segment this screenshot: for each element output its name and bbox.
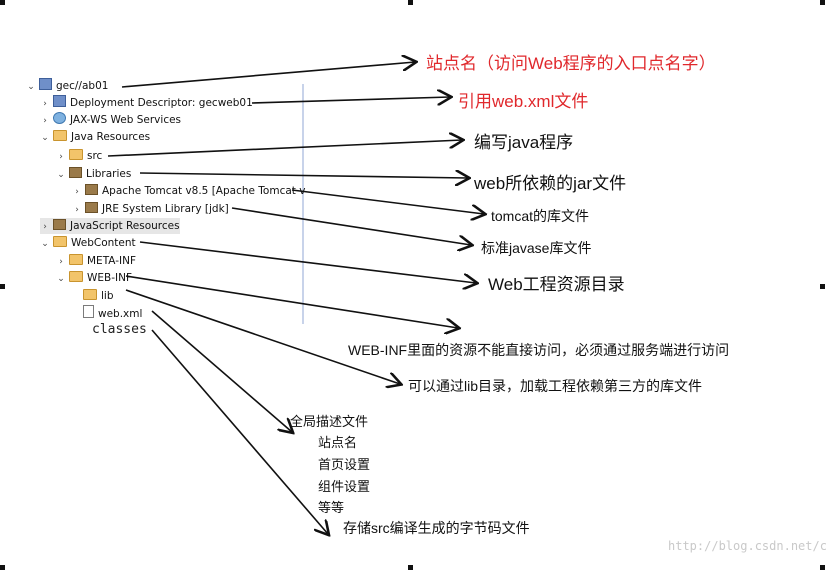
frame-marker bbox=[0, 0, 5, 5]
arrow-lib-dir bbox=[125, 289, 400, 384]
folder-icon bbox=[69, 254, 83, 265]
tree-item-jre-library[interactable]: › JRE System Library [jdk] bbox=[72, 201, 229, 217]
annotation-global-desc: 全局描述文件 bbox=[290, 415, 369, 430]
file-icon bbox=[83, 305, 94, 318]
annotation-jar-files: web所依赖的jar文件 bbox=[474, 174, 627, 193]
chevron-right-icon[interactable]: › bbox=[59, 257, 63, 267]
tree-item-lib[interactable]: lib bbox=[80, 288, 114, 304]
tree-item-project[interactable]: ⌄ gec//ab01 bbox=[26, 78, 108, 94]
annotation-desc-item: 组件设置 bbox=[318, 480, 371, 495]
tree-item-label: lib bbox=[101, 290, 114, 302]
tree-item-label: WebContent bbox=[71, 237, 136, 249]
chevron-down-icon[interactable]: ⌄ bbox=[41, 239, 49, 249]
frame-marker bbox=[820, 0, 825, 5]
chevron-down-icon[interactable]: ⌄ bbox=[41, 133, 49, 143]
tree-item-label: src bbox=[87, 150, 103, 162]
tree-item-tomcat-library[interactable]: › Apache Tomcat v8.5 [Apache Tomcat v bbox=[72, 183, 305, 199]
annotation-web-inf: WEB-INF里面的资源不能直接访问，必须通过服务端进行访问 bbox=[348, 342, 730, 358]
annotation-web-xml: 引用web.xml文件 bbox=[458, 92, 589, 111]
watermark: http://blog.csdn.net/c bbox=[668, 539, 826, 553]
jar-icon bbox=[85, 202, 98, 213]
tree-item-webcontent[interactable]: ⌄ WebContent bbox=[40, 235, 136, 251]
tree-item-label: JavaScript Resources bbox=[70, 220, 180, 232]
chevron-right-icon[interactable]: › bbox=[75, 187, 79, 197]
chevron-right-icon[interactable]: › bbox=[43, 222, 47, 232]
annotation-tomcat-lib: tomcat的库文件 bbox=[491, 208, 590, 224]
annotation-classes-desc: 存储src编译生成的字节码文件 bbox=[343, 520, 530, 536]
annotation-desc-item: 站点名 bbox=[318, 436, 358, 451]
frame-marker bbox=[408, 565, 413, 570]
folder-icon bbox=[69, 271, 83, 282]
classes-label: classes bbox=[92, 322, 147, 337]
tree-item-jaxws[interactable]: › JAX-WS Web Services bbox=[40, 112, 181, 128]
arrow-web-inf bbox=[125, 275, 458, 328]
arrow-site-name bbox=[121, 62, 415, 88]
tree-item-label: JAX-WS Web Services bbox=[70, 114, 182, 126]
arrow-web-resources bbox=[139, 241, 476, 283]
java-resources-icon bbox=[53, 130, 67, 141]
tree-item-deployment-descriptor[interactable]: › Deployment Descriptor: gecweb01 bbox=[40, 95, 253, 111]
annotation-site-name: 站点名（访问Web程序的入口点名字） bbox=[426, 54, 716, 73]
tree-item-label: WEB-INF bbox=[87, 272, 132, 284]
tree-item-label: Libraries bbox=[86, 168, 132, 180]
arrow-java-program bbox=[107, 140, 462, 157]
jar-icon bbox=[85, 184, 98, 195]
chevron-right-icon[interactable]: › bbox=[43, 99, 47, 109]
folder-icon bbox=[83, 289, 97, 300]
frame-marker bbox=[820, 565, 825, 570]
arrow-jar-files bbox=[139, 173, 468, 178]
arrow-classes-desc bbox=[151, 329, 328, 534]
tree-item-label: Deployment Descriptor: gecweb01 bbox=[70, 97, 253, 109]
frame-marker bbox=[0, 284, 5, 289]
libraries-icon bbox=[69, 167, 82, 178]
frame-marker bbox=[820, 284, 825, 289]
annotation-desc-item: 等等 bbox=[318, 501, 345, 516]
tree-item-src[interactable]: › src bbox=[56, 148, 102, 164]
annotation-java-program: 编写java程序 bbox=[474, 133, 574, 152]
tree-item-label: Java Resources bbox=[71, 131, 151, 143]
chevron-down-icon[interactable]: ⌄ bbox=[57, 170, 65, 180]
frame-marker bbox=[408, 0, 413, 5]
tree-item-label: gec//ab01 bbox=[56, 80, 109, 92]
editor-divider bbox=[302, 84, 304, 324]
annotation-javase-lib: 标准javase库文件 bbox=[481, 240, 592, 256]
arrow-javase-lib bbox=[231, 207, 471, 245]
tree-item-web-inf[interactable]: ⌄ WEB-INF bbox=[56, 270, 132, 286]
tree-item-web-xml[interactable]: web.xml bbox=[80, 305, 142, 321]
tree-item-label: META-INF bbox=[87, 255, 137, 267]
chevron-right-icon[interactable]: › bbox=[59, 152, 63, 162]
chevron-down-icon[interactable]: ⌄ bbox=[57, 274, 65, 284]
web-services-icon bbox=[53, 112, 66, 124]
annotation-web-resources: Web工程资源目录 bbox=[488, 275, 625, 294]
javascript-icon bbox=[53, 219, 66, 230]
source-folder-icon bbox=[69, 149, 83, 160]
chevron-right-icon[interactable]: › bbox=[75, 205, 79, 215]
tree-item-java-resources[interactable]: ⌄ Java Resources bbox=[40, 129, 150, 145]
tree-item-meta-inf[interactable]: › META-INF bbox=[56, 253, 136, 269]
folder-icon bbox=[53, 236, 67, 247]
tree-item-label: JRE System Library [jdk] bbox=[102, 203, 229, 215]
arrow-web-xml bbox=[251, 97, 450, 103]
annotation-desc-item: 首页设置 bbox=[318, 458, 371, 473]
descriptor-icon bbox=[53, 95, 66, 107]
tree-item-libraries[interactable]: ⌄ Libraries bbox=[56, 166, 131, 182]
tree-item-javascript-resources[interactable]: › JavaScript Resources bbox=[40, 218, 180, 234]
arrow-tomcat-lib bbox=[291, 189, 484, 214]
annotation-lib-dir: 可以通过lib目录，加载工程依赖第三方的库文件 bbox=[408, 378, 703, 394]
chevron-right-icon[interactable]: › bbox=[43, 116, 47, 126]
frame-marker bbox=[0, 565, 5, 570]
chevron-down-icon[interactable]: ⌄ bbox=[27, 82, 35, 92]
project-icon bbox=[39, 78, 52, 90]
tree-item-label: web.xml bbox=[98, 308, 143, 320]
arrow-global-desc bbox=[151, 310, 292, 432]
tree-item-label: Apache Tomcat v8.5 [Apache Tomcat v bbox=[102, 185, 306, 197]
